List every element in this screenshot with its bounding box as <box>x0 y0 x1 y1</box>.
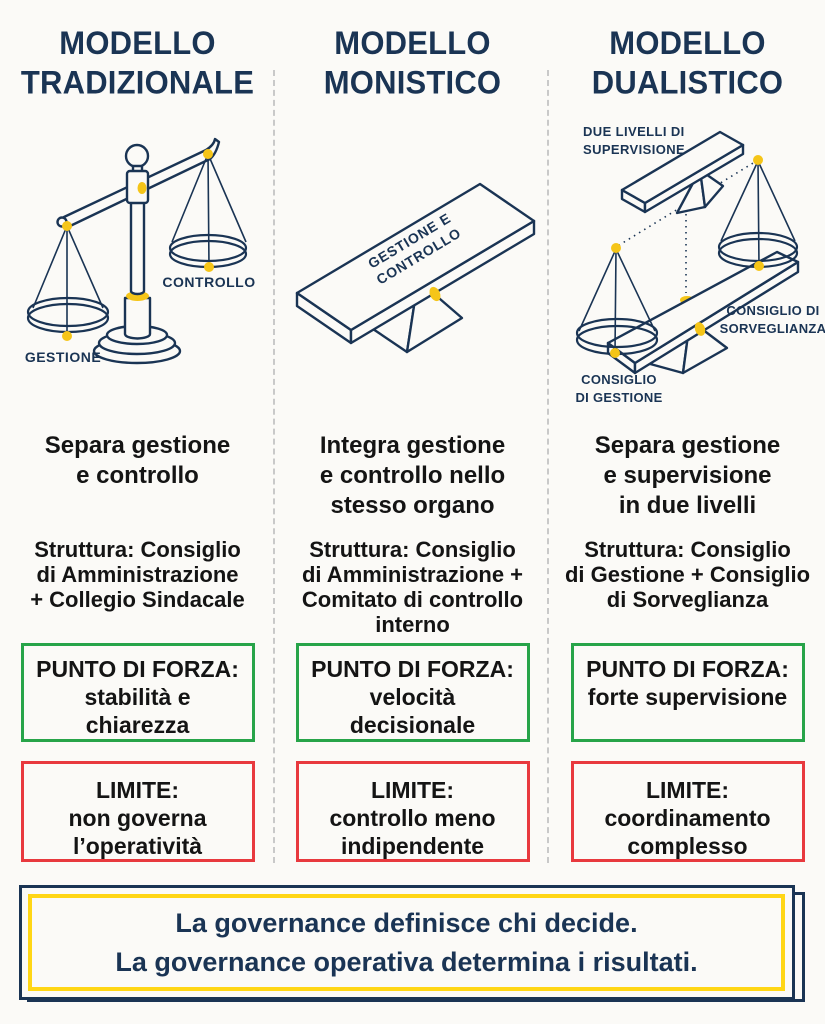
seesaw-plank <box>295 182 536 345</box>
limit-box: LIMITE: non governa l’operatività <box>20 761 255 862</box>
pivot-dot <box>429 286 441 302</box>
model-summary: Separa gestione e supervisione in due li… <box>594 432 781 519</box>
right-pan-controllo <box>168 149 248 272</box>
column-divider <box>547 70 549 863</box>
label-controllo: CONTROLLO <box>162 274 255 290</box>
label-gestione: GESTIONE <box>25 349 101 365</box>
two-level-scale-icon: DUE LIVELLI DI SUPERVISIONE CONSIGLIO DI… <box>575 124 825 405</box>
model-summary: Integra gestione e controllo nello stess… <box>319 432 506 519</box>
column-title: MODELLO TRADIZIONALE <box>20 24 255 101</box>
model-summary: Separa gestione e controllo <box>44 432 231 489</box>
model-columns: MODELLO TRADIZIONALE <box>0 0 825 862</box>
label-sorveglianza: SORVEGLIANZA <box>720 321 825 336</box>
label-consiglio: CONSIGLIO <box>581 372 657 387</box>
label-supervisione: SUPERVISIONE <box>583 142 685 157</box>
tilted-balance-scale-icon: GESTIONE CONTROLLO <box>25 137 255 365</box>
footer-banner: La governance definisce chi decide. La g… <box>19 885 795 1000</box>
strength-box: PUNTO DI FORZA: forte supervisione <box>570 643 805 742</box>
footer-tagline-line2: La governance operativa determina i risu… <box>115 946 698 977</box>
label-di-gestione: DI GESTIONE <box>575 390 662 405</box>
right-cone-sorveglianza <box>717 155 799 271</box>
scale-pillar <box>129 200 146 296</box>
pivot-dot <box>694 322 706 336</box>
label-due-livelli: DUE LIVELLI DI <box>583 124 685 139</box>
limit-box: LIMITE: coordinamento complesso <box>570 761 805 862</box>
column-title: MODELLO MONISTICO <box>323 24 502 101</box>
model-structure: Struttura: Consiglio di Gestione + Consi… <box>564 537 811 612</box>
scale-base <box>92 291 182 365</box>
footer-tagline-line1: La governance definisce chi decide. <box>175 907 638 938</box>
column-monistic-model: MODELLO MONISTICO GESTIONE E CONTROLLO <box>275 0 550 862</box>
column-divider <box>273 70 275 863</box>
balanced-seesaw-icon: GESTIONE E CONTROLLO <box>295 182 536 354</box>
scale-fulcrum <box>124 143 150 205</box>
footer-banner-inner: La governance definisce chi decide. La g… <box>28 894 785 991</box>
left-pan-gestione <box>26 221 110 341</box>
column-title: MODELLO DUALISTICO <box>591 24 784 101</box>
dotted-link-diagonal <box>615 159 759 248</box>
upper-supervision-plank <box>620 130 745 215</box>
column-traditional-model: MODELLO TRADIZIONALE <box>0 0 275 862</box>
limit-box: LIMITE: controllo meno indipendente <box>295 761 530 862</box>
label-consiglio-di: CONSIGLIO DI <box>726 303 819 318</box>
column-dualistic-model: MODELLO DUALISTICO <box>550 0 825 862</box>
model-structure: Struttura: Consiglio di Amministrazione … <box>30 537 245 612</box>
strength-box: PUNTO DI FORZA: velocità decisionale <box>295 643 530 742</box>
model-structure: Struttura: Consiglio di Amministrazione … <box>301 537 524 637</box>
left-cone-gestione <box>575 243 659 358</box>
strength-box: PUNTO DI FORZA: stabilità e chiarezza <box>20 643 255 742</box>
